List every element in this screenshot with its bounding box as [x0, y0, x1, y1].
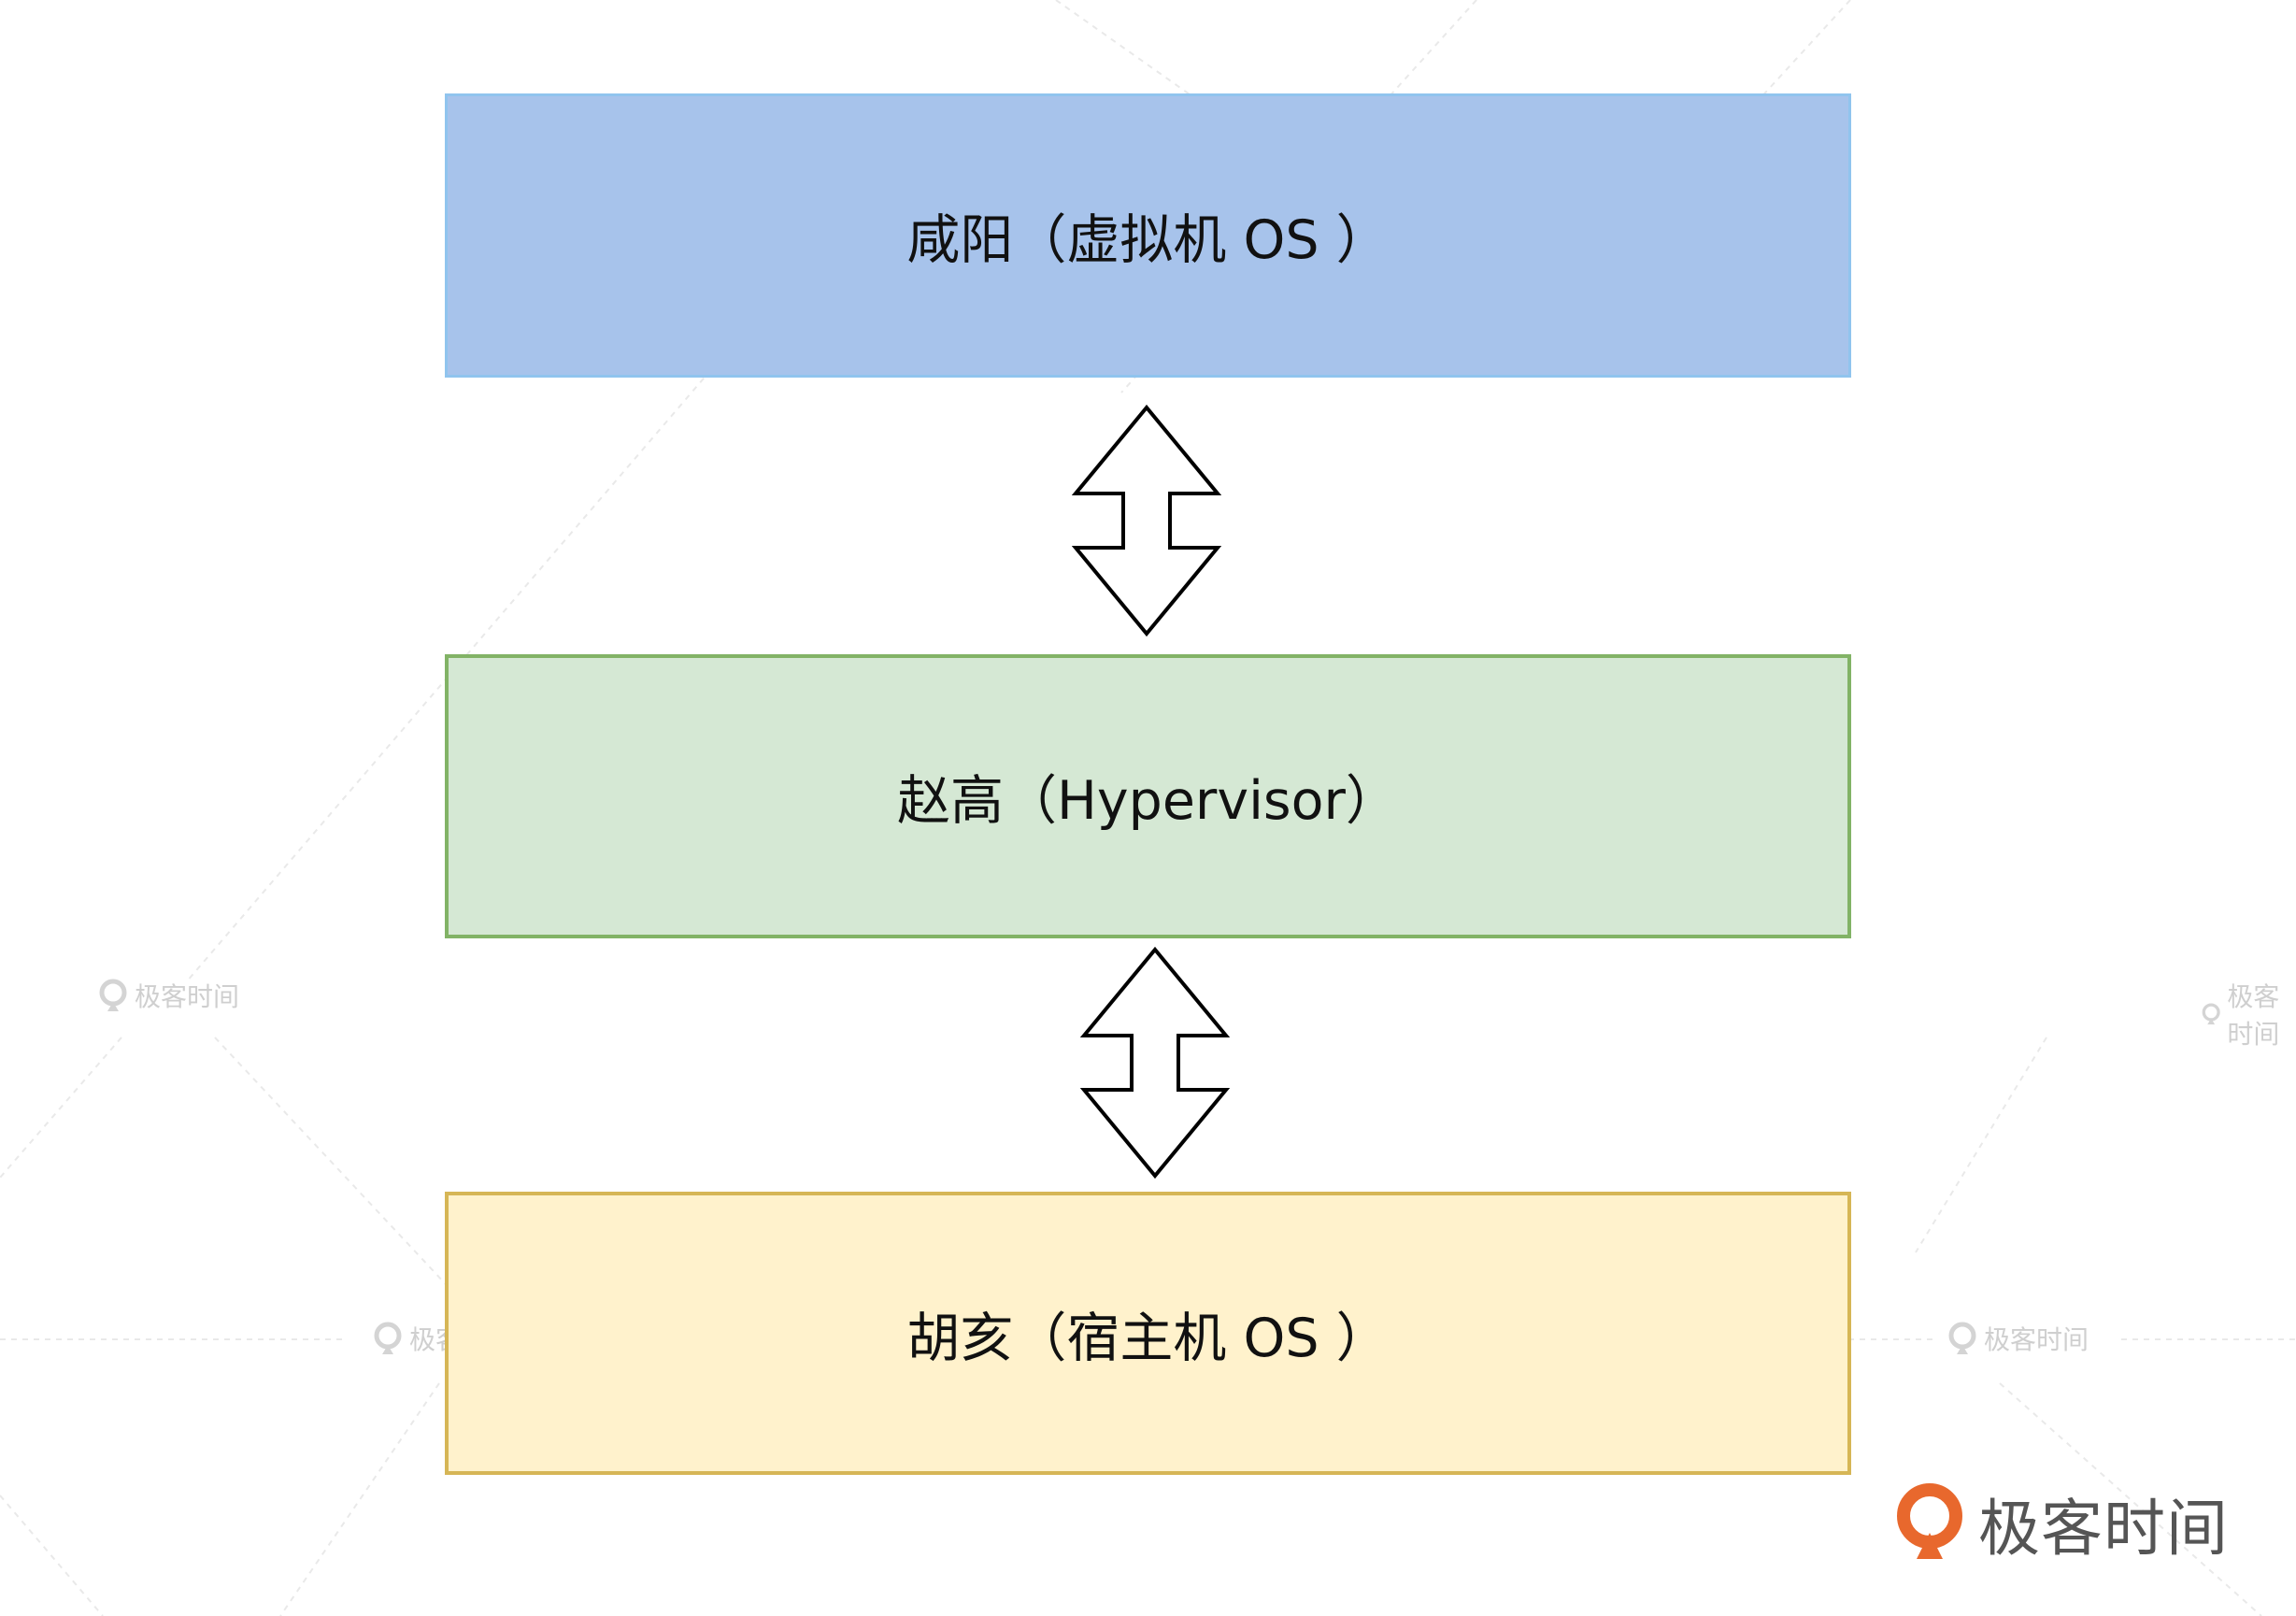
guest-os-box: 咸阳（虚拟机 OS ） [445, 93, 1851, 378]
guest-os-label: 咸阳（虚拟机 OS ） [906, 209, 1390, 271]
watermark-text: 极客时间 [2227, 981, 2280, 1050]
double-arrow-icon [1072, 404, 1221, 637]
watermark-right-bottom: 极客时间 [1947, 1320, 2089, 1357]
watermark-right-mid: 极客时间 [2201, 977, 2296, 1051]
double-arrow-icon [1080, 946, 1230, 1180]
watermark-text: 极客时间 [135, 981, 240, 1012]
geektime-logo-icon [1897, 1483, 1962, 1559]
brand-logo-icon [374, 1322, 402, 1354]
host-os-box: 胡亥（宿主机 OS ） [445, 1192, 1851, 1475]
brand-logo-icon [2202, 1003, 2220, 1025]
host-os-label: 胡亥（宿主机 OS ） [906, 1307, 1390, 1369]
brand-name: 极客时间 [1978, 1493, 2229, 1565]
watermark-text: 极客时间 [1984, 1324, 2089, 1355]
hypervisor-label: 赵高（Hypervisor） [897, 770, 1399, 832]
brand-logo: 极客时间 [1892, 1479, 2229, 1568]
hypervisor-box: 赵高（Hypervisor） [445, 654, 1851, 938]
watermark-left-mid: 极客时间 [97, 977, 239, 1014]
brand-logo-icon [99, 979, 127, 1011]
brand-logo-icon [1948, 1322, 1976, 1354]
